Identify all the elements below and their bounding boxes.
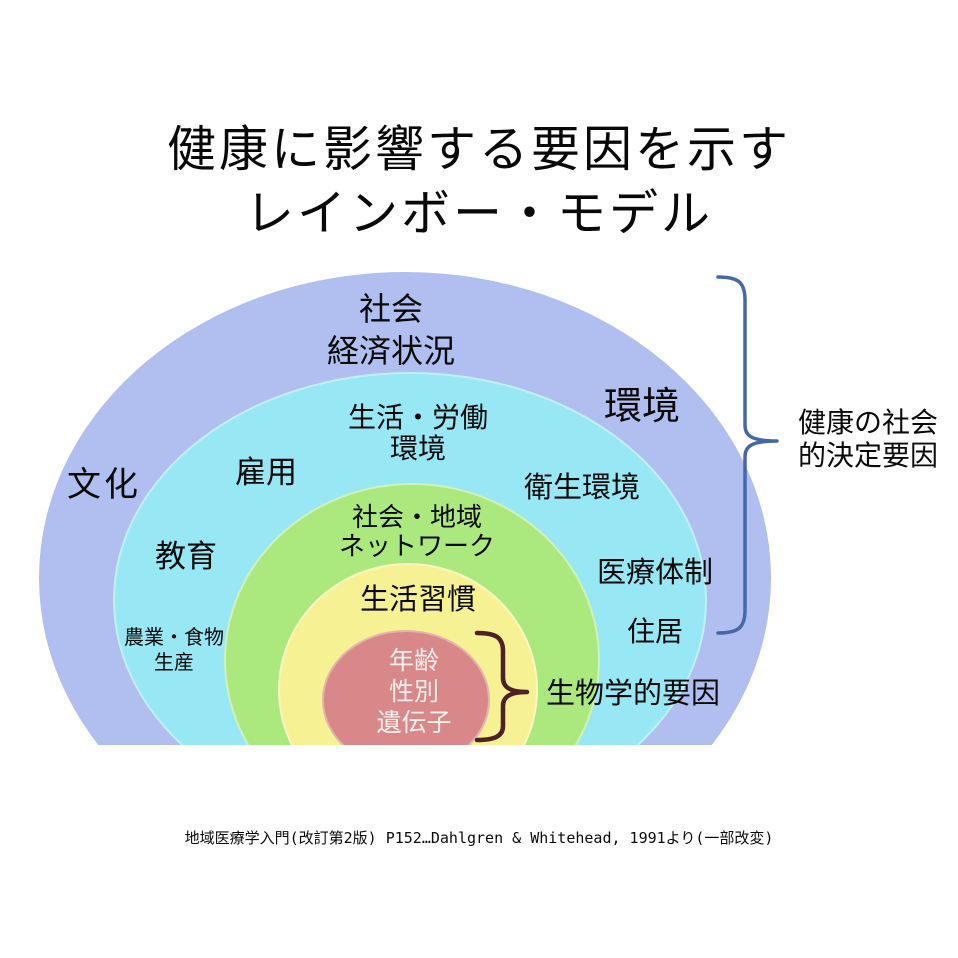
label-social-determinants: 健康の社会 的決定要因 xyxy=(798,408,939,472)
brace-biological-factors-icon xyxy=(474,630,530,743)
rainbow-model-figure: 社会 経済状況 環境 文化 生活・労働 環境 雇用 衛生環境 教育 社会・地域 … xyxy=(39,272,939,745)
slide-title: 健康に影響する要因を示す レインボー・モデル xyxy=(166,122,791,241)
label-housing: 住居 xyxy=(626,617,684,648)
label-sanitation: 衛生環境 xyxy=(523,472,641,504)
label-environment: 環境 xyxy=(603,386,681,428)
label-living-working: 生活・労働 環境 xyxy=(347,403,489,465)
label-biological-factors: 生物学的要因 xyxy=(546,678,721,710)
label-medical-system: 医療体制 xyxy=(596,557,714,589)
source-caption: 地域医療学入門(改訂第2版) P152…Dahlgren & Whitehead… xyxy=(184,829,774,847)
brace-social-determinants-icon xyxy=(716,275,779,635)
label-education: 教育 xyxy=(155,539,217,574)
label-age-sex-genes: 年齢 性別 遺伝子 xyxy=(376,648,452,737)
label-culture: 文化 xyxy=(67,467,141,504)
label-lifestyle: 生活習慣 xyxy=(359,584,477,616)
label-employment: 雇用 xyxy=(235,455,297,490)
label-socioeconomic: 社会 経済状況 xyxy=(326,291,456,369)
label-social-community: 社会・地域 ネットワーク xyxy=(338,503,496,561)
label-agriculture-food: 農業・食物 生産 xyxy=(124,627,224,674)
